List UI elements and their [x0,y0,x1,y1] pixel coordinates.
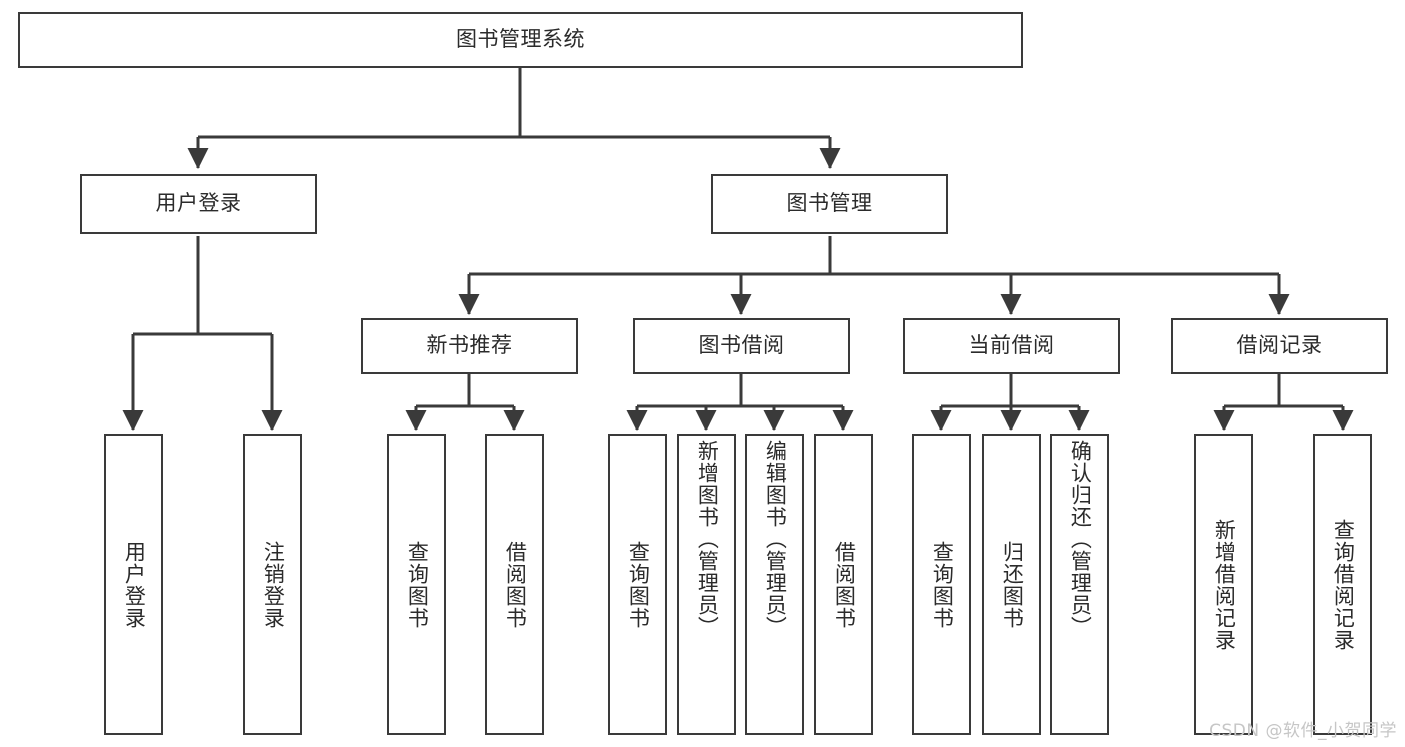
node-leaf-return-book[interactable]: 归还图书 [982,434,1041,735]
node-new-book-recommend-label: 新书推荐 [426,333,513,358]
node-book-borrow-label: 图书借阅 [698,333,785,358]
node-leaf-edit-book[interactable]: 编辑图书（管理员） [745,434,804,735]
node-book-borrow[interactable]: 图书借阅 [633,318,850,374]
node-leaf-borrow-book-2-label: 借阅图书 [832,540,857,629]
node-leaf-return-book-label: 归还图书 [1000,540,1025,629]
node-new-book-recommend[interactable]: 新书推荐 [361,318,578,374]
node-leaf-query-book-3-label: 查询图书 [930,540,955,629]
node-leaf-user-login[interactable]: 用户登录 [104,434,163,735]
node-leaf-query-record[interactable]: 查询借阅记录 [1313,434,1372,735]
node-book-management-label: 图书管理 [786,191,873,216]
node-leaf-query-book-1-label: 查询图书 [405,540,430,629]
node-leaf-borrow-book-2[interactable]: 借阅图书 [814,434,873,735]
node-borrow-record-label: 借阅记录 [1236,333,1323,358]
node-leaf-borrow-book-1-label: 借阅图书 [503,540,528,629]
node-leaf-query-book-2[interactable]: 查询图书 [608,434,667,735]
node-leaf-logout-label: 注销登录 [261,540,286,629]
node-leaf-add-book[interactable]: 新增图书（管理员） [677,434,736,735]
node-leaf-add-record-label: 新增借阅记录 [1212,518,1237,651]
node-current-borrow[interactable]: 当前借阅 [903,318,1120,374]
node-leaf-borrow-book-1[interactable]: 借阅图书 [485,434,544,735]
node-leaf-query-book-3[interactable]: 查询图书 [912,434,971,735]
node-leaf-query-book-1[interactable]: 查询图书 [387,434,446,735]
node-user-login[interactable]: 用户登录 [80,174,317,234]
node-book-management[interactable]: 图书管理 [711,174,948,234]
node-leaf-user-login-label: 用户登录 [122,540,147,629]
node-leaf-confirm-return[interactable]: 确认归还（管理员） [1050,434,1109,735]
node-leaf-add-book-label: 新增图书（管理员） [695,440,720,638]
node-borrow-record[interactable]: 借阅记录 [1171,318,1388,374]
node-leaf-edit-book-label: 编辑图书（管理员） [763,440,788,638]
csdn-watermark: CSDN @软件_小贺同学 [1209,721,1397,741]
node-leaf-query-book-2-label: 查询图书 [626,540,651,629]
node-leaf-logout[interactable]: 注销登录 [243,434,302,735]
node-root-label: 图书管理系统 [456,27,585,52]
node-user-login-label: 用户登录 [155,191,242,216]
node-current-borrow-label: 当前借阅 [968,333,1055,358]
node-root[interactable]: 图书管理系统 [18,12,1023,68]
node-leaf-confirm-return-label: 确认归还（管理员） [1068,440,1093,638]
node-leaf-query-record-label: 查询借阅记录 [1331,518,1356,651]
node-leaf-add-record[interactable]: 新增借阅记录 [1194,434,1253,735]
